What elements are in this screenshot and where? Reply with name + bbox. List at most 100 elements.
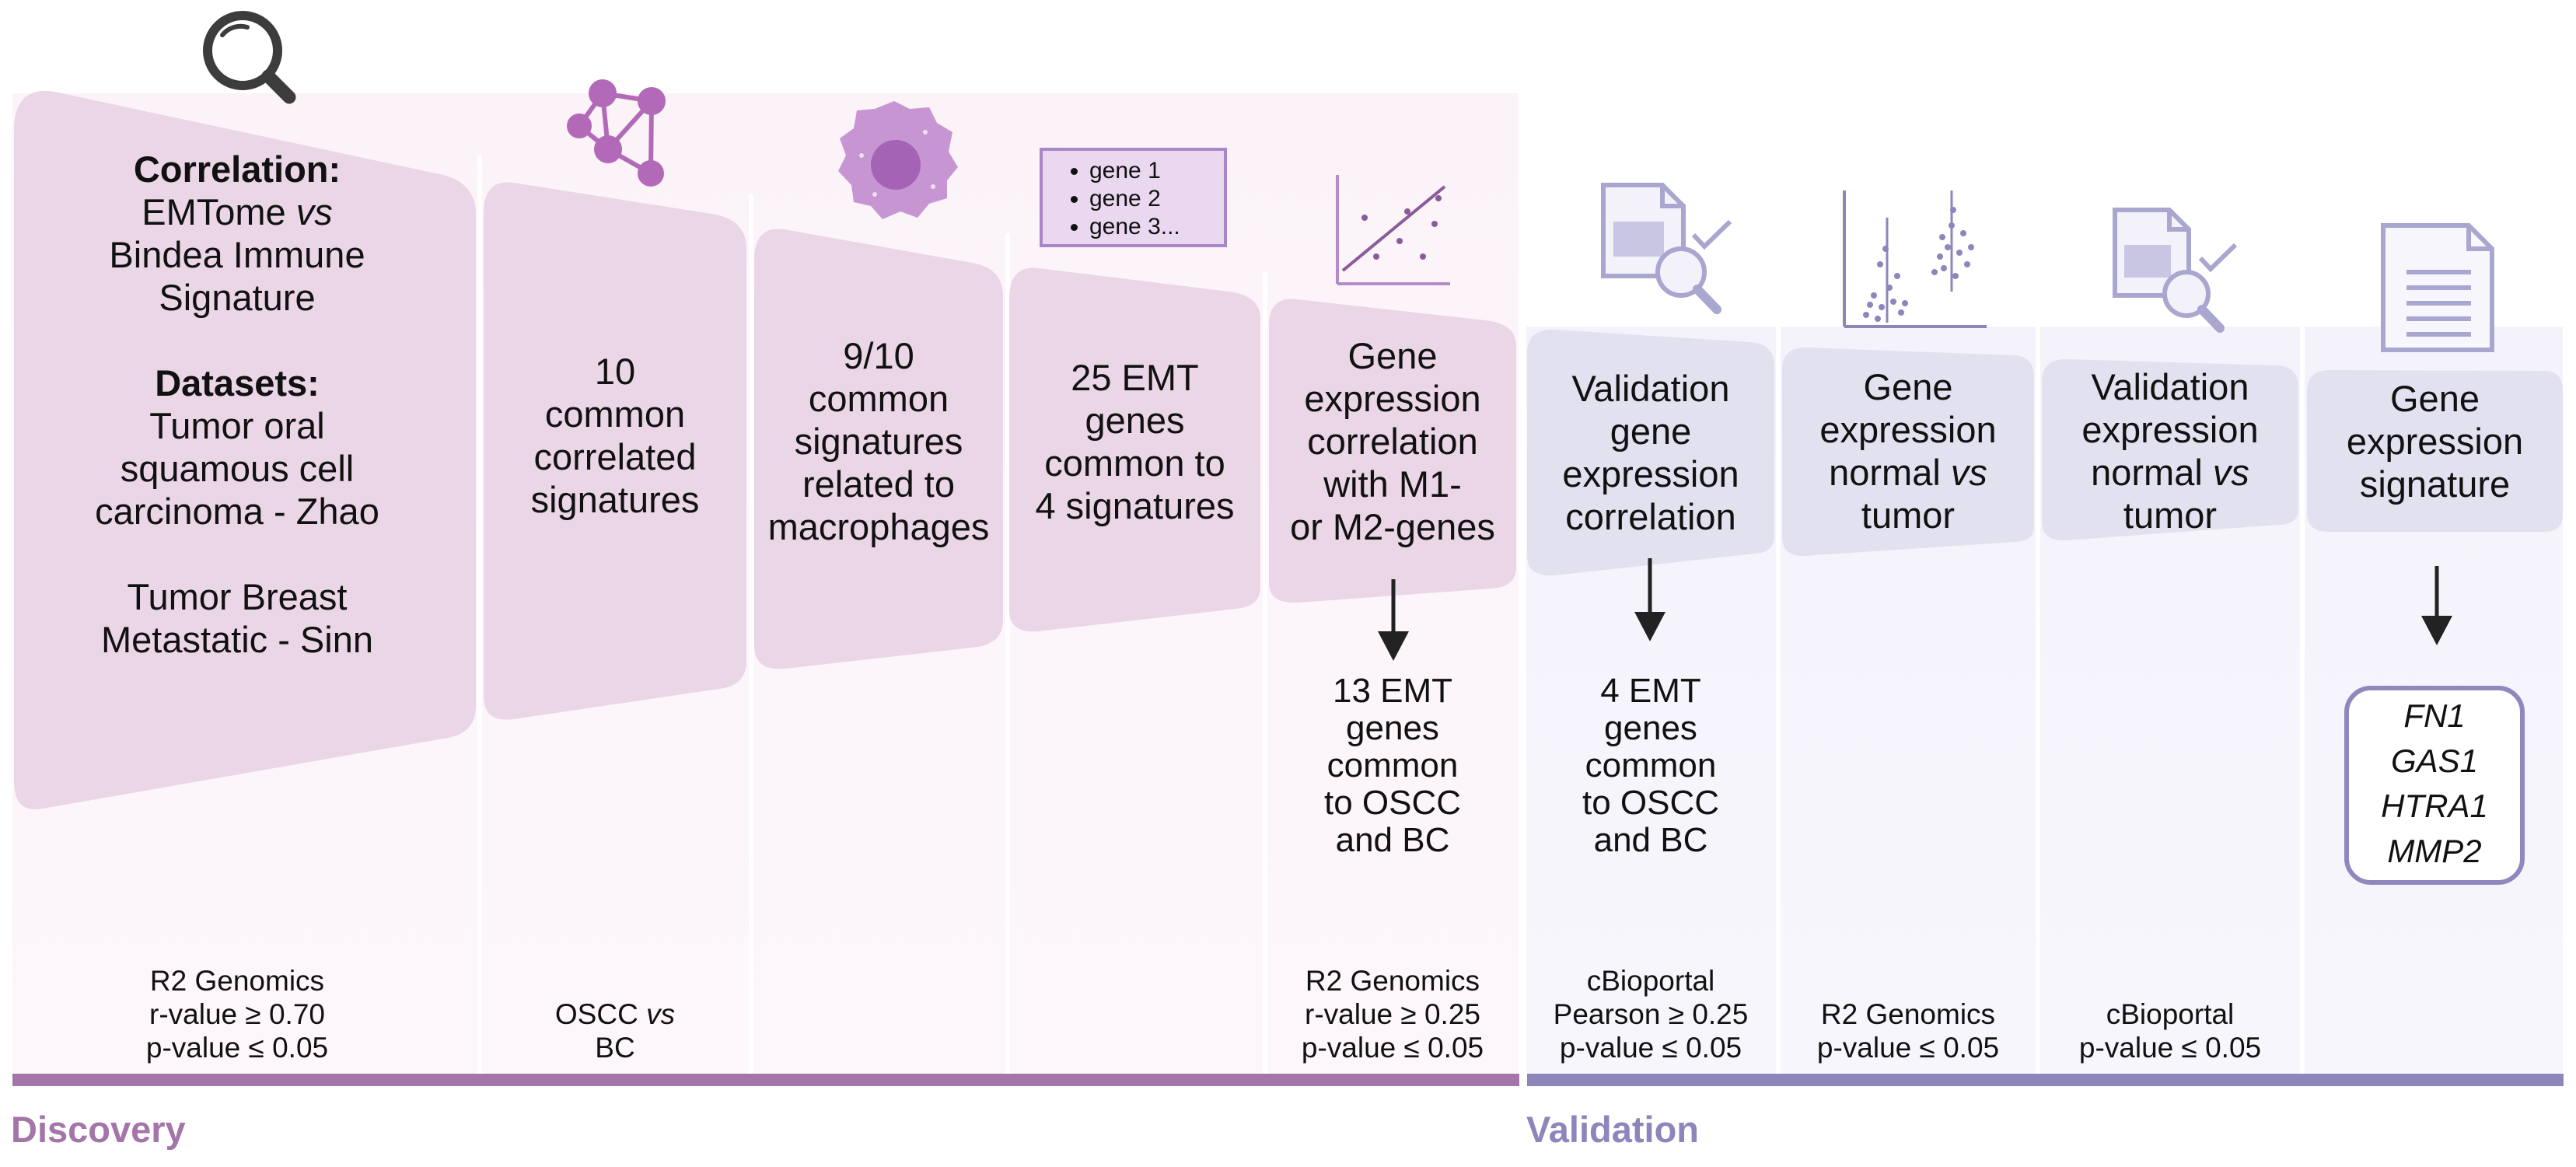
result-line: common xyxy=(1585,746,1717,784)
title-line: common xyxy=(544,393,686,435)
footer-line: R2 Genomics xyxy=(149,965,325,997)
column-divider xyxy=(2300,327,2305,1074)
result-line: 4 EMT xyxy=(1600,672,1701,710)
title-line: Tumor Breast xyxy=(127,576,348,617)
title-line: Tumor oral xyxy=(149,405,325,446)
title-line: EMTome vs xyxy=(142,191,333,232)
gene-name: GAS1 xyxy=(2390,742,2479,779)
title-line: related to xyxy=(802,463,955,505)
spreadsheet-search-icon xyxy=(1601,183,1732,314)
gene-list-item: gene 1 xyxy=(1089,157,1224,185)
title-line xyxy=(31,319,443,362)
title-line: signature xyxy=(2359,463,2511,505)
footer-line: cBioportal xyxy=(2106,998,2235,1030)
title-line: expression xyxy=(2346,421,2524,462)
title-line: squamous cell xyxy=(120,448,355,489)
footer-line: BC xyxy=(595,1032,635,1064)
macrophage-cell-icon xyxy=(838,101,958,219)
footer-line: R2 Genomics xyxy=(1820,998,1996,1030)
title-line: or M2-genes xyxy=(1290,506,1495,547)
title-line: Correlation: xyxy=(133,148,341,190)
title-line: expression xyxy=(1304,378,1481,419)
gene-name: HTRA1 xyxy=(2381,788,2488,824)
title-line: correlation xyxy=(1307,421,1478,462)
down-arrow-icon xyxy=(1634,558,1665,641)
gene-list-item: gene 2 xyxy=(1089,185,1224,213)
gene-list-icon: gene 1gene 2gene 3... xyxy=(1040,148,1227,247)
title-line: tumor xyxy=(2123,494,2218,536)
gene-list-item: gene 3... xyxy=(1089,213,1224,241)
title-line: Signature xyxy=(159,277,316,318)
title-line: Gene xyxy=(2390,378,2480,419)
footer-line: r-value ≥ 0.25 xyxy=(1305,998,1480,1030)
footer-line: cBioportal xyxy=(1586,965,1715,997)
panel-step-3 xyxy=(754,229,1003,669)
footer-line: Pearson ≥ 0.25 xyxy=(1553,998,1749,1030)
panel-step-1 xyxy=(14,91,476,810)
footer-line: p-value ≤ 0.05 xyxy=(2078,1032,2262,1064)
title-line: correlation xyxy=(1565,496,1736,537)
discovery-phase-bar xyxy=(12,1074,1519,1086)
result-line: common xyxy=(1326,746,1459,784)
discovery-label: Discovery xyxy=(11,1109,186,1150)
title-line: 25 EMT xyxy=(1071,357,1199,398)
title-line: Datasets: xyxy=(155,362,320,404)
result-line: and BC xyxy=(1593,821,1708,859)
footer-line: p-value ≤ 0.05 xyxy=(145,1032,329,1064)
down-arrow-icon xyxy=(2421,566,2452,645)
panel-step-4 xyxy=(1009,267,1260,632)
panel-step-5 xyxy=(1269,299,1516,603)
footer-line: OSCC vs xyxy=(554,998,676,1030)
title-line: 10 xyxy=(594,351,636,392)
title-line: normal vs xyxy=(2091,452,2249,493)
title-line: common to xyxy=(1044,442,1225,484)
gene-name: MMP2 xyxy=(2387,833,2482,869)
title-line: Validation xyxy=(2091,366,2249,407)
panel-step-6 xyxy=(1527,329,1774,576)
magnifier-icon xyxy=(203,11,296,104)
footer-line: p-value ≤ 0.05 xyxy=(1301,1032,1484,1064)
validation-phase-bar xyxy=(1527,1074,2564,1086)
column-divider xyxy=(1776,327,1781,1074)
title-line: gene xyxy=(1610,411,1692,452)
title-line: expression xyxy=(1562,453,1739,494)
panel-step-7 xyxy=(1782,347,2034,557)
validation-label: Validation xyxy=(1526,1109,1699,1150)
column-divider xyxy=(1263,272,1267,1074)
title-line: with M1- xyxy=(1323,463,1462,505)
result-line: 13 EMT xyxy=(1332,672,1453,710)
column-divider xyxy=(1005,233,1010,1074)
title-line xyxy=(31,533,443,575)
spreadsheet-search-icon xyxy=(2113,208,2238,333)
dot-plot-icon xyxy=(1843,190,1987,328)
title-line: Gene xyxy=(1863,366,1953,407)
title-line: genes xyxy=(1085,400,1185,441)
panel-step-8 xyxy=(2042,358,2298,541)
result-line: genes xyxy=(1604,709,1697,747)
title-line: Metastatic - Sinn xyxy=(100,619,374,660)
column-divider xyxy=(749,194,753,1074)
title-line: Gene xyxy=(1347,335,1438,376)
title-line: expression xyxy=(2081,409,2259,450)
title-line: correlated xyxy=(533,436,697,477)
footer-line: p-value ≤ 0.05 xyxy=(1816,1032,2000,1064)
footer-line: R2 Genomics xyxy=(1305,965,1480,997)
gene-name: FN1 xyxy=(2403,697,2466,734)
column-divider xyxy=(2036,327,2040,1074)
result-line: to OSCC xyxy=(1582,784,1720,822)
